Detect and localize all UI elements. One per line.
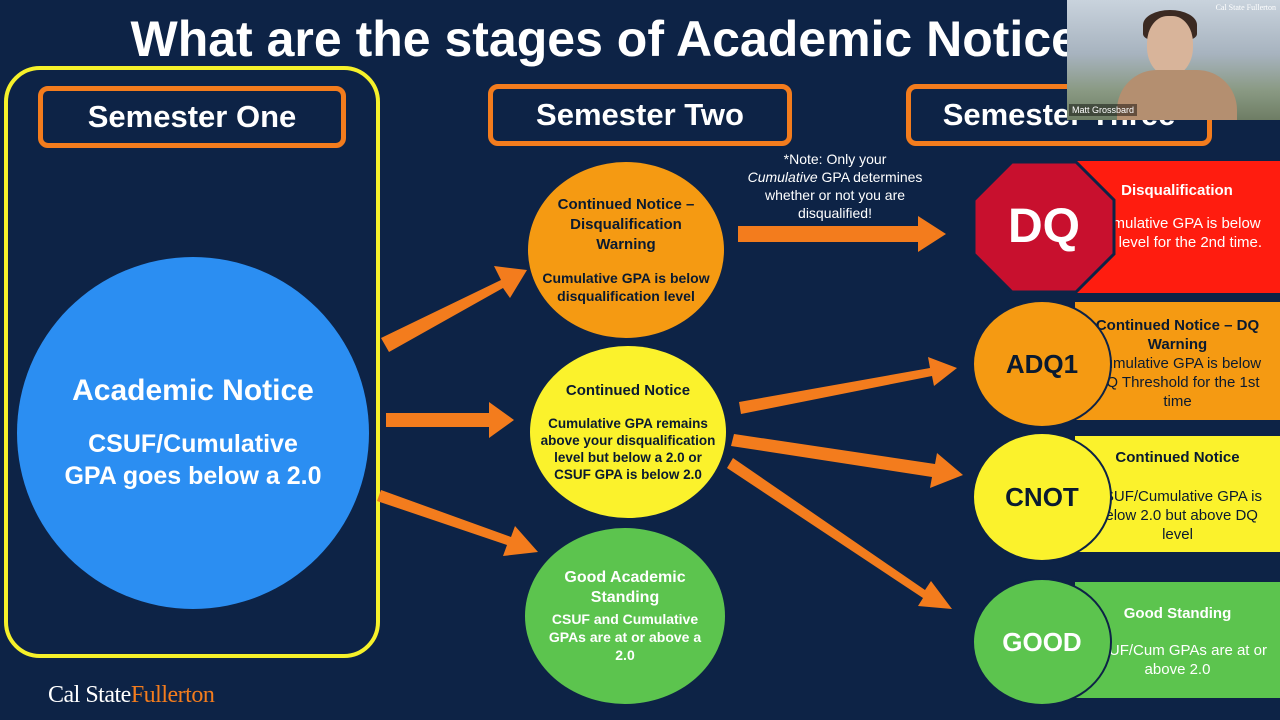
cnot-badge: CNOT xyxy=(972,432,1112,562)
arrow-to-continued xyxy=(386,402,514,438)
dq-note: *Note: Only your Cumulative GPA determin… xyxy=(745,150,925,222)
adq1-badge: CNOT ADQ1 xyxy=(972,300,1112,428)
semester-one-header: Semester One xyxy=(38,86,346,148)
academic-notice-circle: Academic Notice CSUF/Cumulative GPA goes… xyxy=(17,257,369,609)
cnot-band-heading: Continued Notice xyxy=(1115,449,1240,466)
presenter-body xyxy=(1117,70,1237,120)
good-band-heading: Good Standing xyxy=(1123,605,1232,622)
webcam-video[interactable]: Cal State Fullerton Matt Grossbard xyxy=(1067,0,1280,120)
academic-notice-body-1: CSUF/Cumulative xyxy=(88,430,298,458)
dq-warning-heading: Continued Notice – Disqualification Warn… xyxy=(557,196,695,253)
arrow-to-dq-warning xyxy=(381,266,527,352)
good-standing-body: CSUF and Cumulative GPAs are at or above… xyxy=(548,611,702,663)
note-suffix: GPA determines whether or not you are di… xyxy=(764,169,923,221)
arrow-to-cnot xyxy=(731,434,963,488)
arrow-to-good xyxy=(727,458,952,609)
logo-part2: Fullerton xyxy=(130,682,215,708)
webcam-name-label: Matt Grossbard xyxy=(1069,104,1138,116)
dq-code: DQ xyxy=(1008,200,1080,253)
continued-notice-heading: Continued Notice xyxy=(565,382,691,399)
dq-octagon xyxy=(972,160,1116,294)
note-emphasis: Cumulative xyxy=(747,169,818,185)
good-badge: GOOD xyxy=(972,578,1112,706)
dq-warning-circle: Continued Notice – Disqualification Warn… xyxy=(528,162,724,338)
semester-one-frame xyxy=(4,66,380,658)
good-band-body: CSUF/Cum GPAs are at or above 2.0 xyxy=(1088,642,1267,678)
dq-warning-body: Cumulative GPA is below disqualification… xyxy=(542,270,710,304)
logo-part1: Cal State xyxy=(48,682,131,708)
adq1-band-heading: Continued Notice – DQ Warning xyxy=(1095,317,1260,353)
dq-band-heading: Disqualification xyxy=(1121,182,1233,199)
presenter-face xyxy=(1147,16,1193,76)
webcam-brand: Cal State Fullerton xyxy=(1215,3,1276,12)
adq1-band: Continued Notice – DQ Warning Cumulative… xyxy=(1075,302,1280,420)
adq1-band-body: Cumulative GPA is below DQ Threshold for… xyxy=(1093,355,1262,410)
continued-notice-circle: Continued Notice Cumulative GPA remains … xyxy=(530,346,726,518)
semester-two-header: Semester Two xyxy=(488,84,792,146)
cnot-band-body: CSUF/Cumulative GPA is below 2.0 but abo… xyxy=(1093,488,1262,543)
good-standing-heading: Good Academic Standing xyxy=(564,569,686,606)
dq-band-body: Cumulative GPA is below DQ level for the… xyxy=(1091,215,1263,251)
arrow-to-adq1 xyxy=(739,357,957,414)
academic-notice-heading: Academic Notice xyxy=(72,374,314,407)
cnot-code: CNOT xyxy=(1005,481,1079,512)
good-code: GOOD xyxy=(1002,626,1082,657)
adq1-code-text: ADQ1 xyxy=(1005,348,1079,379)
arrow-to-dq xyxy=(738,216,946,252)
continued-notice-body: Cumulative GPA remains above your disqua… xyxy=(540,416,716,482)
csuf-logo: Cal StateFullerton xyxy=(48,682,215,709)
slide-title: What are the stages of Academic Notice? xyxy=(130,11,1110,67)
good-standing-circle: Good Academic Standing CSUF and Cumulati… xyxy=(525,528,725,704)
arrow-to-good-standing xyxy=(377,490,538,556)
academic-notice-body-2: GPA goes below a 2.0 xyxy=(64,462,322,490)
note-prefix: *Note: Only your xyxy=(783,151,887,167)
